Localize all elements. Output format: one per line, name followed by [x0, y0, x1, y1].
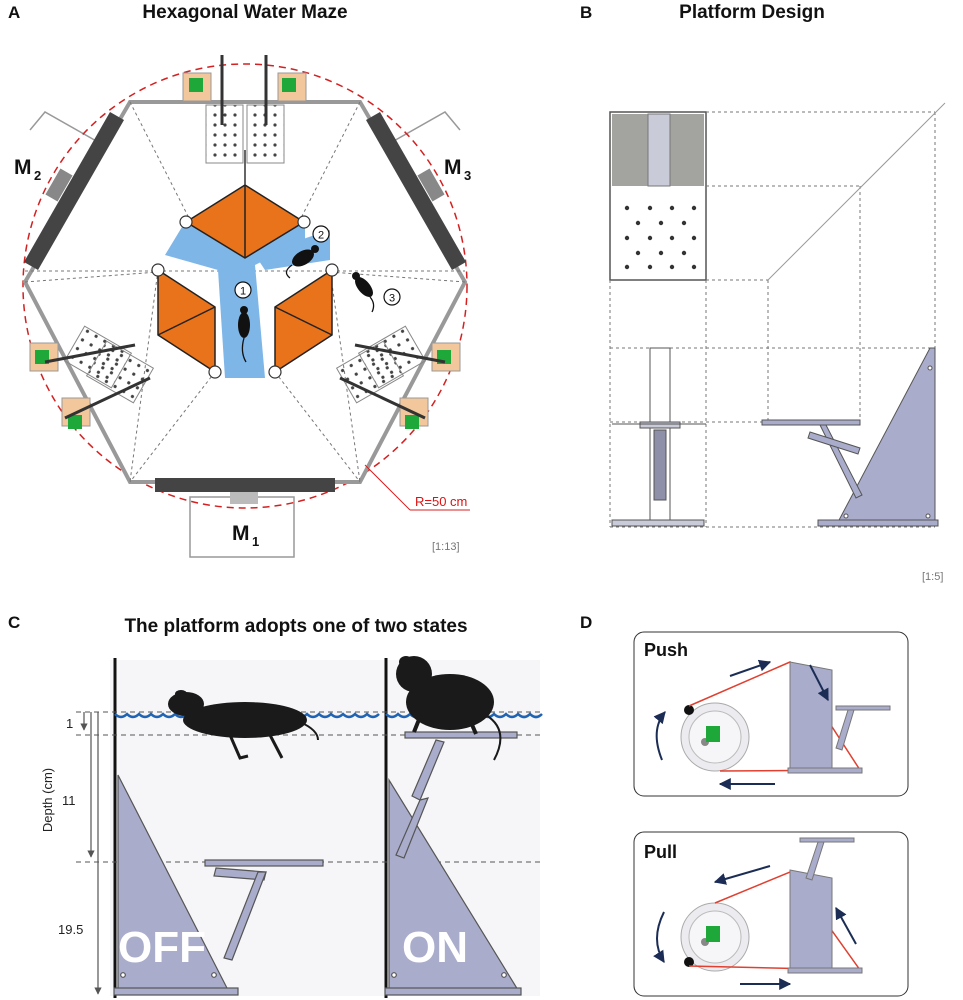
depth-tick-1: 1	[66, 716, 73, 731]
platform-on	[384, 731, 522, 996]
push-label: Push	[644, 640, 688, 660]
panel-b-title: Platform Design	[679, 2, 825, 23]
mirror-m1-label: M	[232, 522, 250, 545]
panel-a: A Hexagonal Water Maze	[8, 2, 471, 558]
panel-a-letter: A	[8, 3, 20, 22]
panel-d-letter: D	[580, 613, 592, 632]
marker-3: 3	[389, 293, 395, 305]
radius-label: R=50 cm	[415, 494, 467, 509]
panel-a-scale: [1:13]	[432, 541, 460, 553]
platform-front-view	[611, 347, 706, 527]
panel-a-title: Hexagonal Water Maze	[142, 2, 347, 23]
rat-icon-1	[238, 306, 250, 363]
rat-icon-3	[352, 272, 375, 313]
platform-module-left	[29, 325, 155, 429]
panel-d: D Push Pull	[580, 613, 909, 997]
panel-b-letter: B	[580, 3, 592, 22]
mirror-frames	[29, 111, 461, 558]
start-arm-area	[165, 222, 305, 378]
radius-leader	[364, 464, 411, 511]
diagonal-guide	[767, 102, 946, 281]
marker-2: 2	[318, 230, 324, 242]
mirror-m2-label: M	[14, 156, 32, 179]
depth-tick-19-5: 19.5	[58, 922, 83, 937]
depth-axis-label: Depth (cm)	[40, 768, 55, 832]
pull-label: Pull	[644, 842, 677, 862]
mirror-m3-sub: 3	[464, 168, 471, 183]
marker-1: 1	[240, 286, 246, 298]
door-hinges	[151, 215, 339, 379]
panel-b: B Platform Design	[580, 2, 946, 583]
panel-c-letter: C	[8, 613, 20, 632]
camera-m3	[417, 168, 445, 202]
rat-icon-2	[285, 245, 319, 279]
mirror-strips	[24, 112, 466, 492]
state-off-label: OFF	[118, 923, 206, 972]
rat-swimming-icon	[168, 690, 319, 760]
camera-m1	[230, 492, 258, 504]
platform-module-right	[335, 325, 461, 429]
platform-holes	[624, 205, 697, 270]
platform-top-rail	[647, 113, 671, 187]
guide-lines	[24, 101, 466, 483]
platform-module-top	[182, 55, 307, 164]
panel-c: C The platform adopts one of two states …	[8, 613, 543, 998]
push-mechanism	[653, 659, 891, 790]
rat-standing-icon	[396, 656, 502, 761]
state-on-label: ON	[402, 923, 468, 972]
camera-m2	[45, 168, 73, 202]
tank-radius-circle	[22, 63, 468, 509]
mirror-m2-sub: 2	[34, 168, 41, 183]
panel-c-title: The platform adopts one of two states	[124, 616, 467, 637]
platform-side-view	[761, 347, 939, 527]
depth-arrows	[80, 712, 102, 995]
mirror-m3-label: M	[444, 156, 462, 179]
panel-b-scale: [1:5]	[922, 571, 943, 583]
position-markers	[234, 225, 401, 306]
pull-mechanism	[653, 837, 863, 990]
mirror-m1-sub: 1	[252, 534, 259, 549]
platform-off	[113, 774, 324, 996]
depth-tick-11: 11	[62, 793, 76, 808]
